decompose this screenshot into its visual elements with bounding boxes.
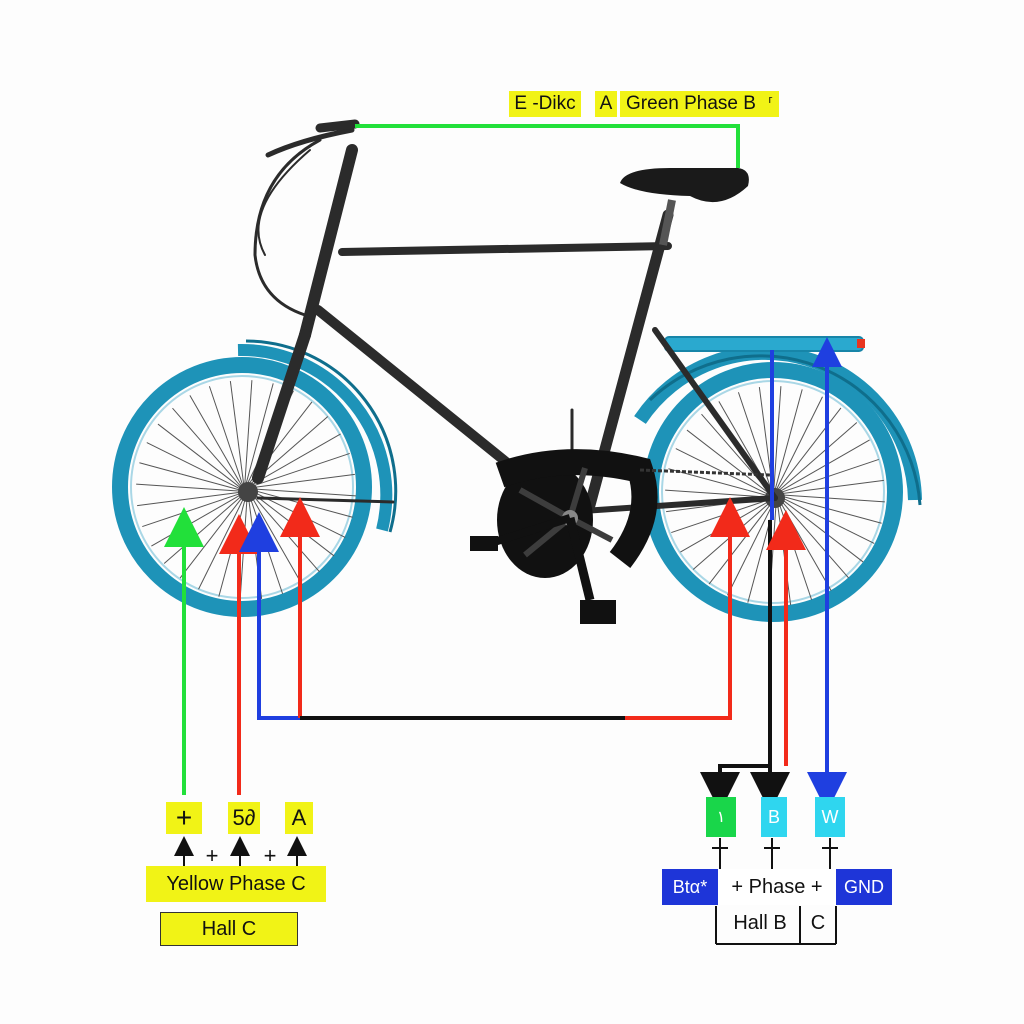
right-terminal-3: W (815, 797, 845, 837)
right-terminal-ticks (712, 838, 838, 870)
red-bus-wire (625, 497, 750, 720)
right-bar-mid: + Phase + (718, 869, 836, 905)
wheel-spoke (780, 494, 885, 503)
title-sup: г (762, 91, 779, 117)
right-bar-left: Btα* (662, 869, 718, 905)
right-hall-right: C (810, 911, 826, 934)
wheel-spoke (775, 396, 823, 491)
wheel-spoke (189, 395, 243, 487)
bike-seat (620, 168, 749, 246)
hall-bracket (715, 906, 837, 945)
wheel-spoke (708, 501, 774, 585)
wheel-spoke (776, 407, 842, 491)
wheel-spoke (244, 380, 253, 485)
wheel-spoke (774, 389, 803, 491)
wheel-spoke (139, 462, 241, 491)
black-wire-right (700, 520, 772, 812)
left-terminal-3: A (285, 802, 313, 834)
left-terminal-arrows (174, 836, 307, 866)
wheel-spoke (773, 386, 782, 491)
wheel-spoke (137, 491, 241, 507)
wheel-spoke (778, 439, 870, 493)
left-plus-1: + (205, 843, 219, 868)
left-hall-label: Hall C (160, 912, 298, 946)
wheel-spoke (668, 468, 770, 497)
right-terminal-1: ١ (706, 797, 736, 837)
left-terminal-2: 5∂ (228, 802, 260, 834)
wheel-spoke (727, 501, 775, 596)
wheel-spoke (136, 483, 241, 492)
wheel-spoke (778, 422, 858, 492)
title-part3: Green Phase B (620, 91, 762, 117)
wheel-spoke (665, 489, 770, 498)
wheel-spoke (251, 489, 353, 518)
left-plus-2: + (263, 843, 277, 868)
right-hall-left: Hall B (733, 911, 787, 934)
wheel-spoke (239, 495, 248, 600)
title-part1: E -Dikc (509, 91, 581, 117)
wheel-spoke (245, 383, 274, 485)
wheel-spoke (780, 495, 882, 524)
wheel-spoke (218, 495, 247, 597)
wheel-spoke (251, 473, 355, 489)
green-wire-top (355, 124, 740, 168)
wheel-spoke (179, 495, 245, 579)
wheel-spoke (208, 386, 244, 486)
wheel-spoke (146, 442, 241, 490)
wheel-spoke (780, 497, 864, 563)
wheel-spoke (251, 491, 335, 557)
right-bar-right: GND (836, 869, 892, 905)
wheel-spoke (250, 452, 350, 488)
wheel-spoke (686, 429, 770, 495)
title-part2: A (595, 91, 617, 117)
wheel-spoke (229, 381, 245, 485)
right-terminal-2: B (761, 797, 787, 837)
left-phase-label: Yellow Phase C (146, 866, 326, 902)
wheel-spoke (675, 448, 770, 496)
rear-wheel (634, 345, 922, 622)
rear-rack (664, 336, 865, 352)
wheel-spoke (249, 433, 341, 487)
left-terminal-1: + (166, 802, 202, 834)
wheel-spoke (780, 479, 884, 495)
wheel-spoke (779, 458, 879, 494)
wheel-spoke (157, 423, 241, 489)
crank-chainring (470, 449, 771, 624)
wheel-spoke (251, 488, 356, 497)
blue-wire-left (239, 512, 300, 720)
wheel-spoke (172, 407, 242, 487)
